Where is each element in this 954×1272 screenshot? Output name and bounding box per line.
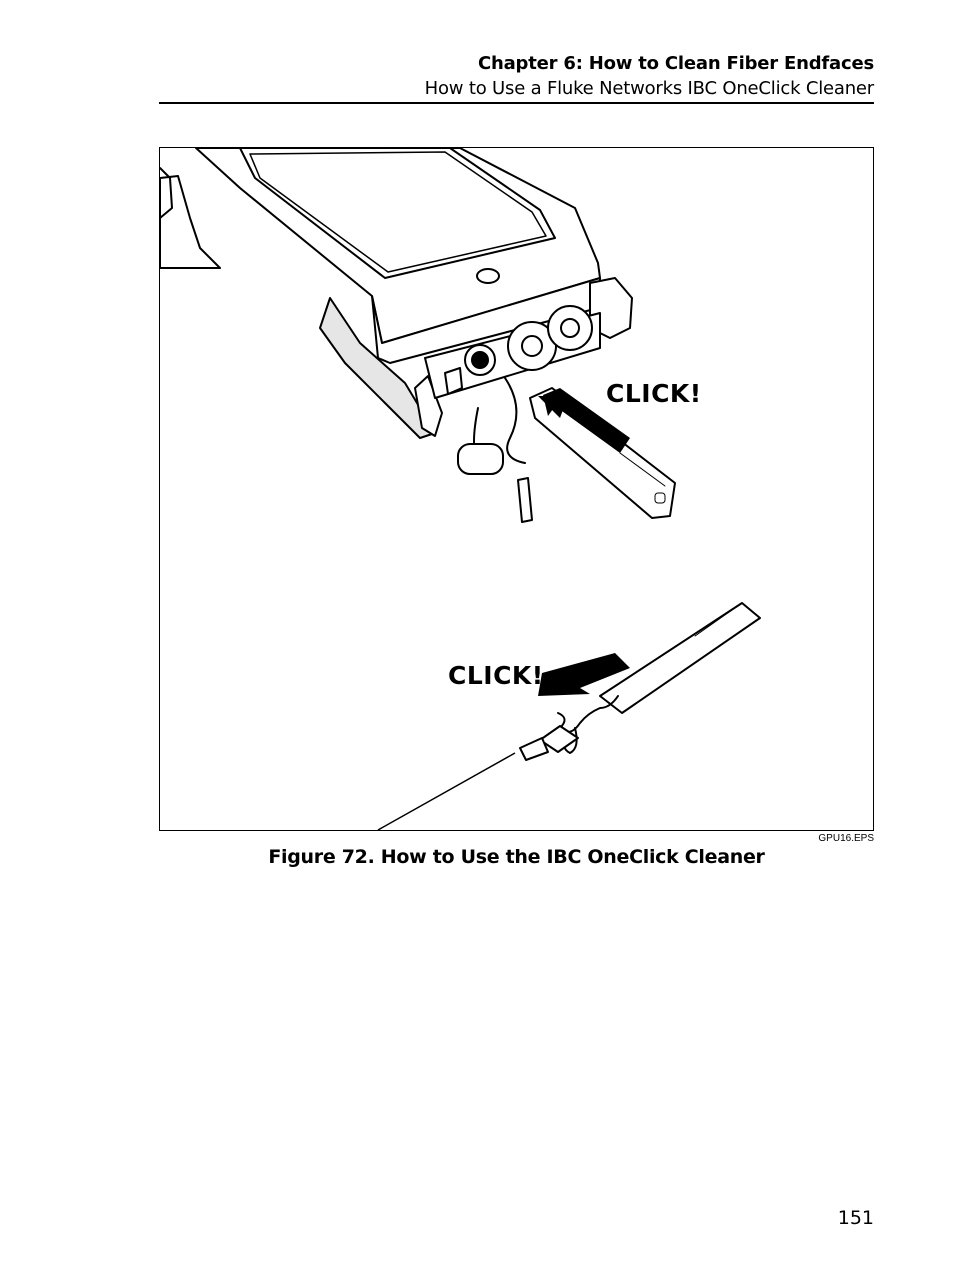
chapter-title: Chapter 6: How to Clean Fiber Endfaces [477,53,874,74]
running-header: Chapter 6: How to Clean Fiber Endfaces H… [160,52,875,102]
page-number: 151 [837,1207,874,1229]
cleaner-illustration [160,148,761,830]
figure-file-name: GPU16.EPS [818,833,874,844]
figure-frame: CLICK! CLICK! [159,147,874,831]
click-label-lower: CLICK! [448,661,544,690]
figure-caption: Figure 72. How to Use the IBC OneClick C… [268,846,765,868]
section-title: How to Use a Fluke Networks IBC OneClick… [424,78,875,99]
header-rule [159,102,874,104]
click-label-upper: CLICK! [606,379,702,408]
